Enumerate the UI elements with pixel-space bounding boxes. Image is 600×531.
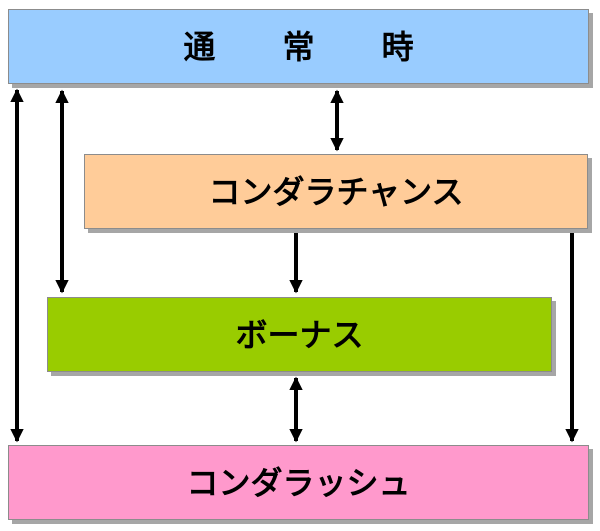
state-normal-label: 通 常 時 xyxy=(183,27,442,66)
state-condarush: コンダラッシュ xyxy=(8,445,589,520)
state-normal: 通 常 時 xyxy=(8,9,589,84)
state-condara-chance: コンダラチャンス xyxy=(84,154,588,229)
state-bonus-label: ボーナス xyxy=(235,315,364,354)
state-bonus: ボーナス xyxy=(47,297,552,372)
state-condarush-label: コンダラッシュ xyxy=(186,463,411,502)
state-condara-chance-label: コンダラチャンス xyxy=(208,172,464,211)
